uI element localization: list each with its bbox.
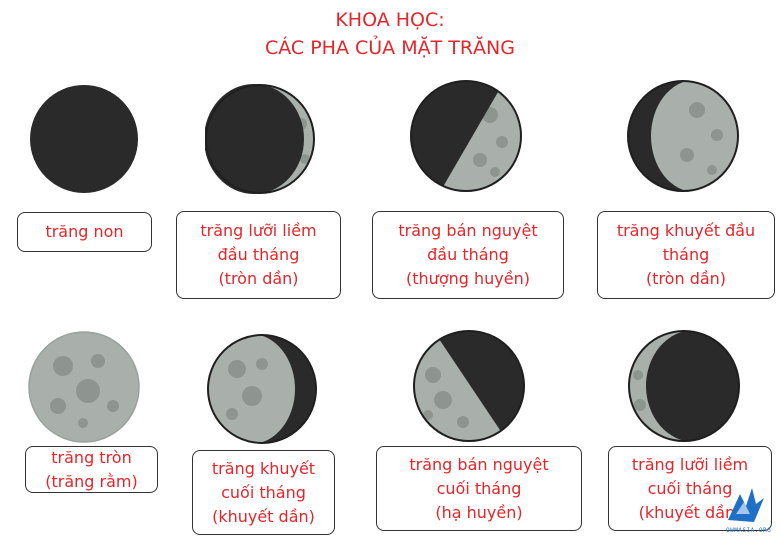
page-title-line2: CÁC PHA CỦA MẶT TRĂNG — [264, 37, 515, 59]
waxing-gibbous-moon-icon — [627, 80, 739, 192]
page-title-line1: KHOA HỌC: — [335, 9, 445, 31]
waning-gibbous-moon-icon — [207, 334, 317, 444]
new-moon-icon — [30, 85, 138, 193]
label-full-moon: trăng tròn (trăng rằm) — [25, 446, 158, 493]
watermark-text: OWMASIA.ORG — [726, 527, 772, 534]
label-new-moon: trăng non — [17, 212, 152, 252]
label-last-quarter: trăng bán nguyệt cuối tháng (hạ huyền) — [376, 446, 582, 531]
label-waxing-crescent: trăng lưỡi liềm đầu tháng (tròn dần) — [176, 211, 341, 299]
full-moon-icon — [28, 331, 140, 443]
label-waning-gibbous: trăng khuyết cuối tháng (khuyết dần) — [192, 450, 335, 535]
label-waxing-gibbous: trăng khuyết đầu tháng (tròn dần) — [597, 211, 775, 299]
last-quarter-moon-icon — [413, 330, 525, 442]
first-quarter-moon-icon — [410, 80, 522, 192]
waning-crescent-moon-icon — [628, 330, 740, 442]
dragon-logo-icon — [728, 488, 764, 522]
waxing-crescent-moon-icon — [205, 84, 315, 194]
label-first-quarter: trăng bán nguyệt đầu tháng (thượng huyền… — [372, 211, 564, 299]
